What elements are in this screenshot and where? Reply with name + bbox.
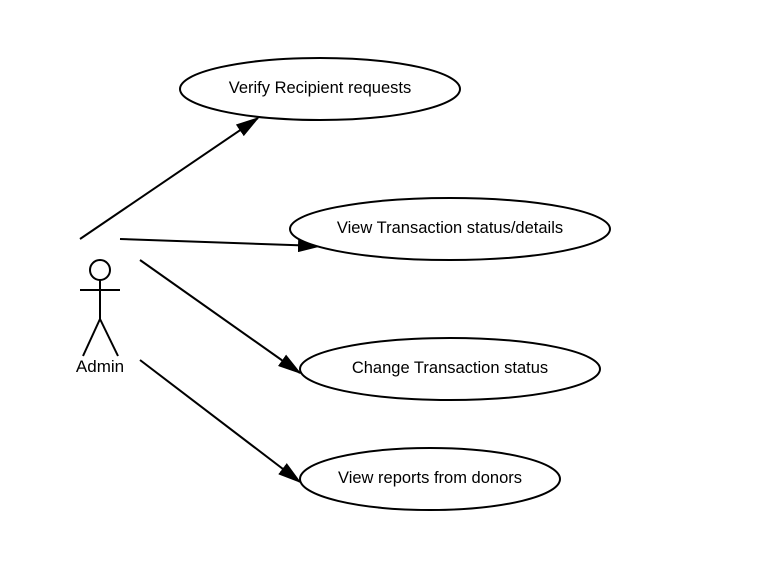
use-case-label: Change Transaction status [352, 359, 548, 377]
associations [79, 116, 322, 484]
use-case-ellipse [289, 197, 611, 261]
actor-admin[interactable]: Admin [76, 259, 124, 376]
association-arrow-verify-recipient-requests [79, 116, 260, 240]
use-case-ellipse [179, 57, 461, 121]
actor-label: Admin [76, 357, 124, 376]
association-arrow-view-reports [139, 359, 302, 484]
use-case-verify-recipient-requests[interactable]: Verify Recipient requests [179, 57, 461, 121]
association-arrow-change-transaction-status [139, 259, 302, 375]
use-case-change-transaction-status[interactable]: Change Transaction status [299, 337, 601, 401]
use-case-ellipse [299, 337, 601, 401]
use-case-label: Verify Recipient requests [229, 79, 412, 97]
use-case-ellipse [299, 447, 561, 511]
stick-figure-icon [80, 259, 120, 357]
association-arrow-view-transaction-status [119, 238, 322, 253]
use-case-label: View reports from donors [338, 469, 522, 487]
use-case-label: View Transaction status/details [337, 219, 563, 237]
use-case-view-transaction-status[interactable]: View Transaction status/details [289, 197, 611, 261]
use-case-view-reports-from-donors[interactable]: View reports from donors [299, 447, 561, 511]
